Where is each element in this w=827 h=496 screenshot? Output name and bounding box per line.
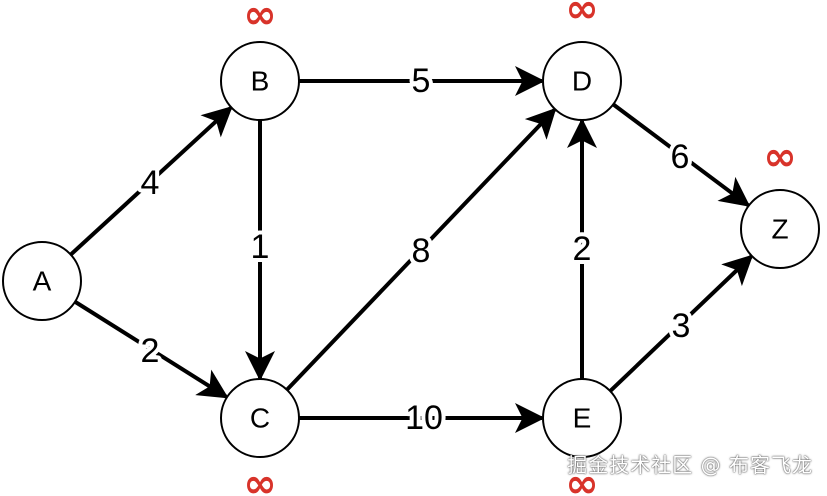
node-label-c: C (250, 403, 270, 434)
edge-a-c (73, 300, 229, 399)
node-z: Z (740, 189, 820, 269)
edge-c-d (285, 107, 557, 392)
edge-weight-a-b: 4 (141, 164, 160, 202)
edge-weight-b-d: 5 (412, 62, 431, 100)
edge-weight-a-c: 2 (141, 332, 160, 370)
distance-label-e: ∞ (565, 461, 598, 496)
edge-d-z (612, 102, 751, 207)
watermark: 掘金技术社区 @ 布客飞龙 (567, 453, 813, 477)
node-e: E (542, 378, 622, 458)
node-circle-e (542, 378, 622, 458)
edge-weights-layer: 4 2 1 5 8 10 2 6 3 (137, 58, 695, 441)
distance-label-z: ∞ (763, 134, 796, 180)
node-c: C (220, 378, 300, 458)
edge-weight-c-e: 10 (405, 399, 443, 437)
distance-label-b: ∞ (243, 0, 276, 38)
node-b: B (220, 41, 300, 121)
node-circle-d (542, 41, 622, 121)
distance-label-d: ∞ (565, 0, 598, 32)
node-circle-a (2, 241, 82, 321)
node-label-a: A (33, 266, 52, 297)
edge-a-b (69, 106, 233, 257)
edges-layer (69, 66, 754, 433)
node-d: D (542, 41, 622, 121)
edge-weight-c-d: 8 (412, 232, 431, 270)
nodes-layer: A B C D E Z (2, 41, 820, 458)
edge-e-z (608, 254, 754, 393)
node-circle-z (740, 189, 820, 269)
edge-weight-d-z: 6 (671, 138, 690, 176)
node-label-e: E (573, 403, 592, 434)
distance-label-c: ∞ (243, 461, 276, 496)
node-circle-b (220, 41, 300, 121)
node-circle-c (220, 378, 300, 458)
node-a: A (2, 241, 82, 321)
node-label-d: D (572, 66, 592, 97)
node-label-b: B (251, 66, 270, 97)
edge-weight-b-c: 1 (251, 228, 270, 266)
distance-labels-layer: ∞ ∞ ∞ ∞ ∞ (243, 0, 796, 496)
edge-weight-e-d: 2 (573, 230, 592, 268)
edge-weight-e-z: 3 (672, 307, 691, 345)
node-label-z: Z (771, 214, 788, 245)
